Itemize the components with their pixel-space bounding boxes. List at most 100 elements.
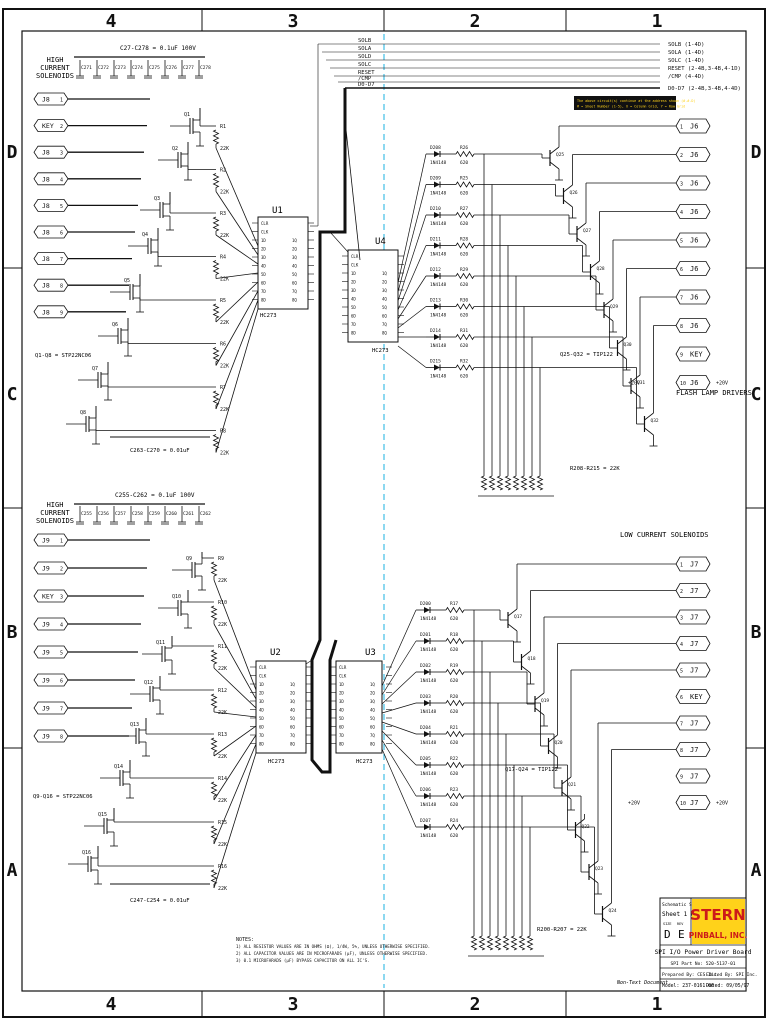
resistor xyxy=(455,242,475,249)
ic-pin-label: 6D xyxy=(259,725,264,730)
transistor-label: Q4 xyxy=(142,232,148,238)
mosfet: Q16 xyxy=(68,846,102,885)
ic-pin-label: 3D xyxy=(351,288,356,293)
ic-pin-label: 1D xyxy=(259,682,264,687)
resistor xyxy=(528,475,536,491)
diode-part: 1N4148 xyxy=(420,802,437,808)
resistor-label: R6 xyxy=(220,342,226,348)
transistor-label: Q23 xyxy=(595,866,603,872)
connector-shape xyxy=(33,305,69,319)
diode-part: 1N4148 xyxy=(420,647,437,653)
diode xyxy=(434,334,440,340)
connector-pin-number: 5 xyxy=(60,651,63,657)
ic-pin-label: 7D xyxy=(351,322,356,327)
row-label-left: B xyxy=(7,622,18,643)
connector-pin-number: 8 xyxy=(60,735,63,741)
bottom-cap-note: C247-C254 = 0.01uF xyxy=(130,898,190,904)
resistor-label: R28 xyxy=(460,237,468,243)
resistor-label: R17 xyxy=(450,601,458,607)
col-label-top: 1 xyxy=(652,11,663,32)
resistor xyxy=(445,699,465,707)
connector-shape xyxy=(675,346,711,362)
transistor-label: Q7 xyxy=(92,366,98,372)
resistor-label: R8 xyxy=(220,429,226,435)
ic-pin-label: CLR xyxy=(339,665,347,670)
transistor-label: Q3 xyxy=(154,196,160,202)
connector-name: KEY xyxy=(42,122,54,130)
grid-ticks xyxy=(3,9,765,1017)
resistor-value: 22K xyxy=(220,451,229,457)
ic-pin-label: 6D xyxy=(261,281,266,286)
connector-shape xyxy=(33,673,69,687)
svg-text:# = Sheet Number (1-5), X = Co: # = Sheet Number (1-5), X = Column Grid,… xyxy=(577,105,685,109)
transistor-label: Q17 xyxy=(514,614,522,620)
transistor-label: Q20 xyxy=(555,740,563,746)
col-label-bottom: 3 xyxy=(288,994,299,1015)
resistor-value: 22K xyxy=(220,277,229,283)
resistor xyxy=(445,823,465,831)
svg-text:1) ALL RESISTOR VALUES ARE IN: 1) ALL RESISTOR VALUES ARE IN OHMS (Ω), … xyxy=(236,944,430,949)
connector-name: J9 xyxy=(42,733,50,741)
resistor-value: 620 xyxy=(450,740,458,746)
resistor xyxy=(455,181,475,188)
ic-pin-label: 5D xyxy=(339,716,344,721)
ic-pin-label: 7Q xyxy=(382,322,387,327)
resistor-label: R21 xyxy=(450,725,458,731)
resistor-label: R23 xyxy=(450,787,458,793)
mosfet: Q5 xyxy=(110,274,144,313)
resistor xyxy=(455,303,475,310)
mosfet: Q13 xyxy=(116,718,150,757)
ic-pin-label: 3Q xyxy=(370,699,375,704)
connector-shape xyxy=(33,119,69,132)
diode xyxy=(424,607,430,613)
darlington-transistor: Q22 xyxy=(574,814,590,853)
resistor-value: 620 xyxy=(450,833,458,839)
bottom-solenoid-section: HIGH CURRENT SOLENOIDS C255-C262 = 0.1uF… xyxy=(33,492,257,904)
ic-pin-label: 6Q xyxy=(290,725,295,730)
transistor-label: Q32 xyxy=(651,418,659,424)
ic-pin-label: 8D xyxy=(259,742,264,747)
resistor-value: 620 xyxy=(460,313,468,319)
resistor-label: R27 xyxy=(460,206,468,212)
resistor xyxy=(445,637,465,645)
diode xyxy=(424,824,430,830)
section-label-line: SOLENOIDS xyxy=(36,517,74,525)
resistor-label: R9 xyxy=(218,556,224,562)
diode xyxy=(424,762,430,768)
connector-shape xyxy=(33,252,69,265)
capacitor-label: C277 xyxy=(183,65,194,71)
diode xyxy=(424,669,430,675)
connector-shape xyxy=(33,225,69,239)
cap-note: C255-C262 = 0.1uF 100V xyxy=(115,492,195,499)
resistor xyxy=(512,475,520,491)
notes-block: NOTES: 1) ALL RESISTOR VALUES ARE IN OHM… xyxy=(236,937,430,963)
connector-pin-number: 9 xyxy=(680,775,683,781)
resistor-label: R20 xyxy=(450,694,458,700)
svg-text:Edited By: SPI Inc.: Edited By: SPI Inc. xyxy=(706,972,757,978)
connector-name: J6 xyxy=(690,265,698,273)
connector-name: J8 xyxy=(42,229,50,237)
connector-name: J7 xyxy=(690,746,698,754)
ic-pin-label: 3Q xyxy=(382,288,387,293)
svg-text:3) 0.1 MICROFARADS (µF) BYPASS: 3) 0.1 MICROFARADS (µF) BYPASS CAPACITOR… xyxy=(236,958,370,963)
connector-pin-number: 9 xyxy=(60,310,63,316)
resistor-value: 22K xyxy=(218,666,227,672)
transistor-label: Q8 xyxy=(80,410,86,416)
transistor-label: Q5 xyxy=(124,278,130,284)
diode xyxy=(434,303,440,310)
resistor-column: R922KR1022KR1122KR1222KR1322KR1422KR1522… xyxy=(97,552,257,892)
resistor xyxy=(212,303,220,319)
ic-pin-label: 1D xyxy=(351,271,356,276)
ic-pin-label: 4D xyxy=(351,297,356,302)
ic-pin-label: 4D xyxy=(261,264,266,269)
resistor-value: 22K xyxy=(220,320,229,326)
resistor-label: R4 xyxy=(220,255,226,261)
resistor-value: 620 xyxy=(460,252,468,258)
svg-text:2) ALL CAPACITOR VALUES ARE IN: 2) ALL CAPACITOR VALUES ARE IN MICROFARA… xyxy=(236,951,428,956)
ic-pin-label: 7D xyxy=(259,733,264,738)
